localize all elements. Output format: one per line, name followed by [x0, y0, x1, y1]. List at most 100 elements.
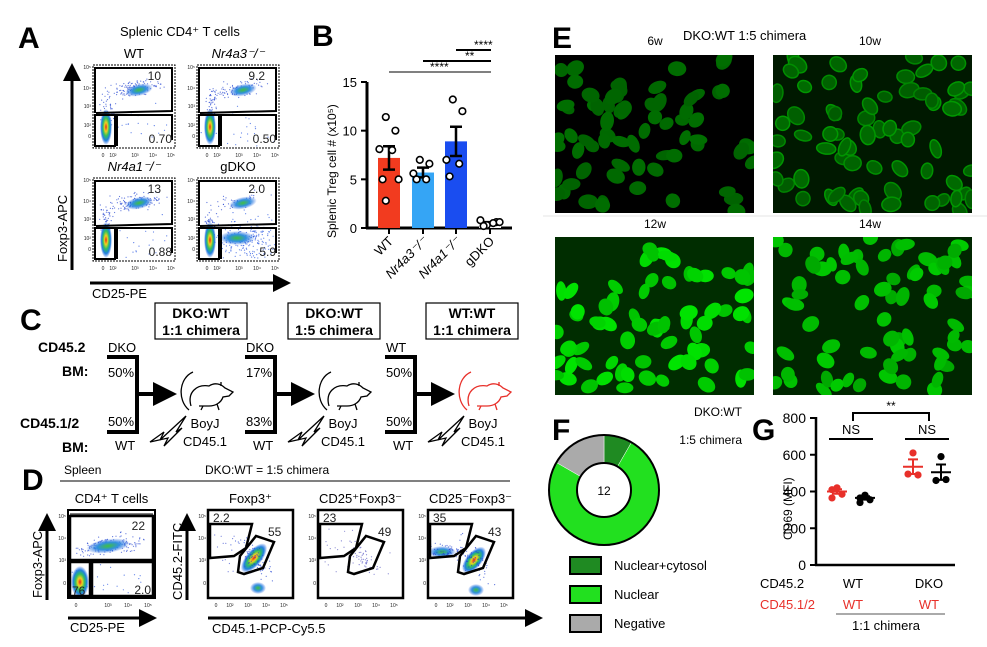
- density-blob: [100, 109, 112, 145]
- donor-bottom-genotype: WT: [253, 438, 273, 453]
- y-axis-label: Foxp3-APC: [30, 531, 45, 598]
- donor-bottom-percent: 83%: [246, 414, 272, 429]
- cell-nucleus: [901, 328, 914, 346]
- x-tick-label: 10⁴: [372, 603, 380, 609]
- cell-nucleus: [560, 340, 576, 355]
- x-tick-label: 10⁵: [167, 266, 175, 272]
- y-tick-label: 0: [192, 247, 195, 253]
- y-tick-label: 10³: [309, 558, 317, 564]
- data-point: [381, 196, 390, 205]
- data-point: [381, 112, 390, 122]
- donut-outline: [548, 434, 660, 546]
- cell-nucleus: [815, 382, 832, 395]
- cell-nucleus: [555, 138, 566, 152]
- cell-nucleus: [556, 281, 567, 301]
- data-point: [375, 145, 384, 154]
- cd452-gate: [208, 522, 254, 560]
- error-bar: [450, 125, 462, 158]
- foxp3-gate: [94, 180, 173, 227]
- density-blob: [71, 566, 89, 598]
- y-axis-label: CD69 (MFI): [781, 477, 795, 540]
- y-tick-label: 5: [350, 172, 357, 187]
- data-point: [425, 159, 434, 168]
- recipient-marker: CD45.1: [461, 434, 505, 449]
- data-point: [415, 155, 424, 164]
- cell-nucleus: [598, 298, 614, 316]
- cell-nucleus: [683, 91, 699, 107]
- x-tick-label: 10³: [131, 153, 139, 159]
- cell-nucleus: [947, 81, 966, 97]
- x-tick-label: 10²: [109, 266, 117, 272]
- significance-stars: ****: [474, 38, 493, 52]
- cell-nucleus: [744, 341, 754, 354]
- cell-nucleus: [744, 155, 754, 170]
- cd25-pos-percent: 0.70: [149, 132, 173, 146]
- cell-nucleus: [570, 304, 585, 320]
- cell-nucleus: [715, 83, 730, 98]
- cell-nucleus: [895, 374, 912, 390]
- cd451-cd452-gate: [456, 534, 496, 576]
- cell-nucleus: [658, 250, 678, 262]
- cell-nucleus: [778, 242, 793, 258]
- x-tick-label: 0: [102, 153, 105, 159]
- plot-title: WT: [124, 46, 144, 61]
- cell-nucleus: [950, 55, 967, 71]
- x-tick-label: 10⁴: [149, 153, 157, 159]
- cell-nucleus: [566, 60, 584, 77]
- cell-nucleus: [704, 302, 722, 320]
- cell-nucleus: [578, 134, 596, 148]
- cell-nucleus: [655, 374, 670, 387]
- cell-nucleus: [840, 251, 859, 266]
- cell-nucleus: [854, 294, 870, 311]
- cell-nucleus: [598, 133, 611, 149]
- x-tick-label: gDKO: [461, 234, 497, 270]
- cell-nucleus: [964, 189, 972, 210]
- cell-nucleus: [959, 275, 972, 288]
- cell-nucleus: [795, 190, 811, 207]
- cell-nucleus: [886, 272, 901, 286]
- cell-nucleus: [638, 122, 651, 139]
- cell-nucleus: [805, 256, 821, 274]
- cd4512-label: CD45.1/2: [20, 415, 79, 431]
- density-blob: [100, 222, 112, 258]
- cell-nucleus: [578, 194, 599, 209]
- x-tick-label: 10⁵: [280, 603, 288, 609]
- recipient-marker: CD45.1: [183, 434, 227, 449]
- cd452-percent: 35: [433, 511, 447, 525]
- data-point: [448, 95, 457, 104]
- significance-stars: ****: [430, 60, 449, 74]
- cell-nucleus: [942, 100, 963, 117]
- double-percent: 43: [488, 525, 502, 539]
- x-tick-label: 10⁵: [271, 266, 279, 272]
- data-point: [422, 175, 431, 184]
- x-tick-label: 10³: [464, 603, 472, 609]
- cell-nucleus: [950, 189, 963, 208]
- x-tick-label: 10²: [109, 153, 117, 159]
- plot-title: CD25⁺Foxp3⁻: [319, 491, 402, 506]
- foxp3-gate: [198, 180, 277, 227]
- cell-nucleus: [572, 142, 585, 159]
- cd4512-genotype: WT: [919, 597, 939, 612]
- bm-label-top: BM:: [62, 363, 88, 379]
- double-percent: 49: [378, 525, 392, 539]
- x-tick-label: 10³: [131, 266, 139, 272]
- cell-nucleus: [822, 126, 839, 142]
- y-tick-label: 10: [343, 124, 357, 139]
- cell-nucleus: [827, 186, 846, 204]
- cell-nucleus: [555, 62, 569, 78]
- x-tick-label: 10⁴: [262, 603, 270, 609]
- cell-nucleus: [842, 372, 855, 388]
- panel-label-d: D: [22, 464, 44, 497]
- cell-nucleus: [776, 346, 795, 361]
- y-tick-label: 10⁵: [187, 65, 195, 71]
- panel-label-a: A: [18, 22, 40, 55]
- cell-nucleus: [738, 368, 754, 381]
- cell-nucleus: [611, 158, 630, 172]
- cell-nucleus: [852, 67, 869, 83]
- data-point: [388, 146, 397, 155]
